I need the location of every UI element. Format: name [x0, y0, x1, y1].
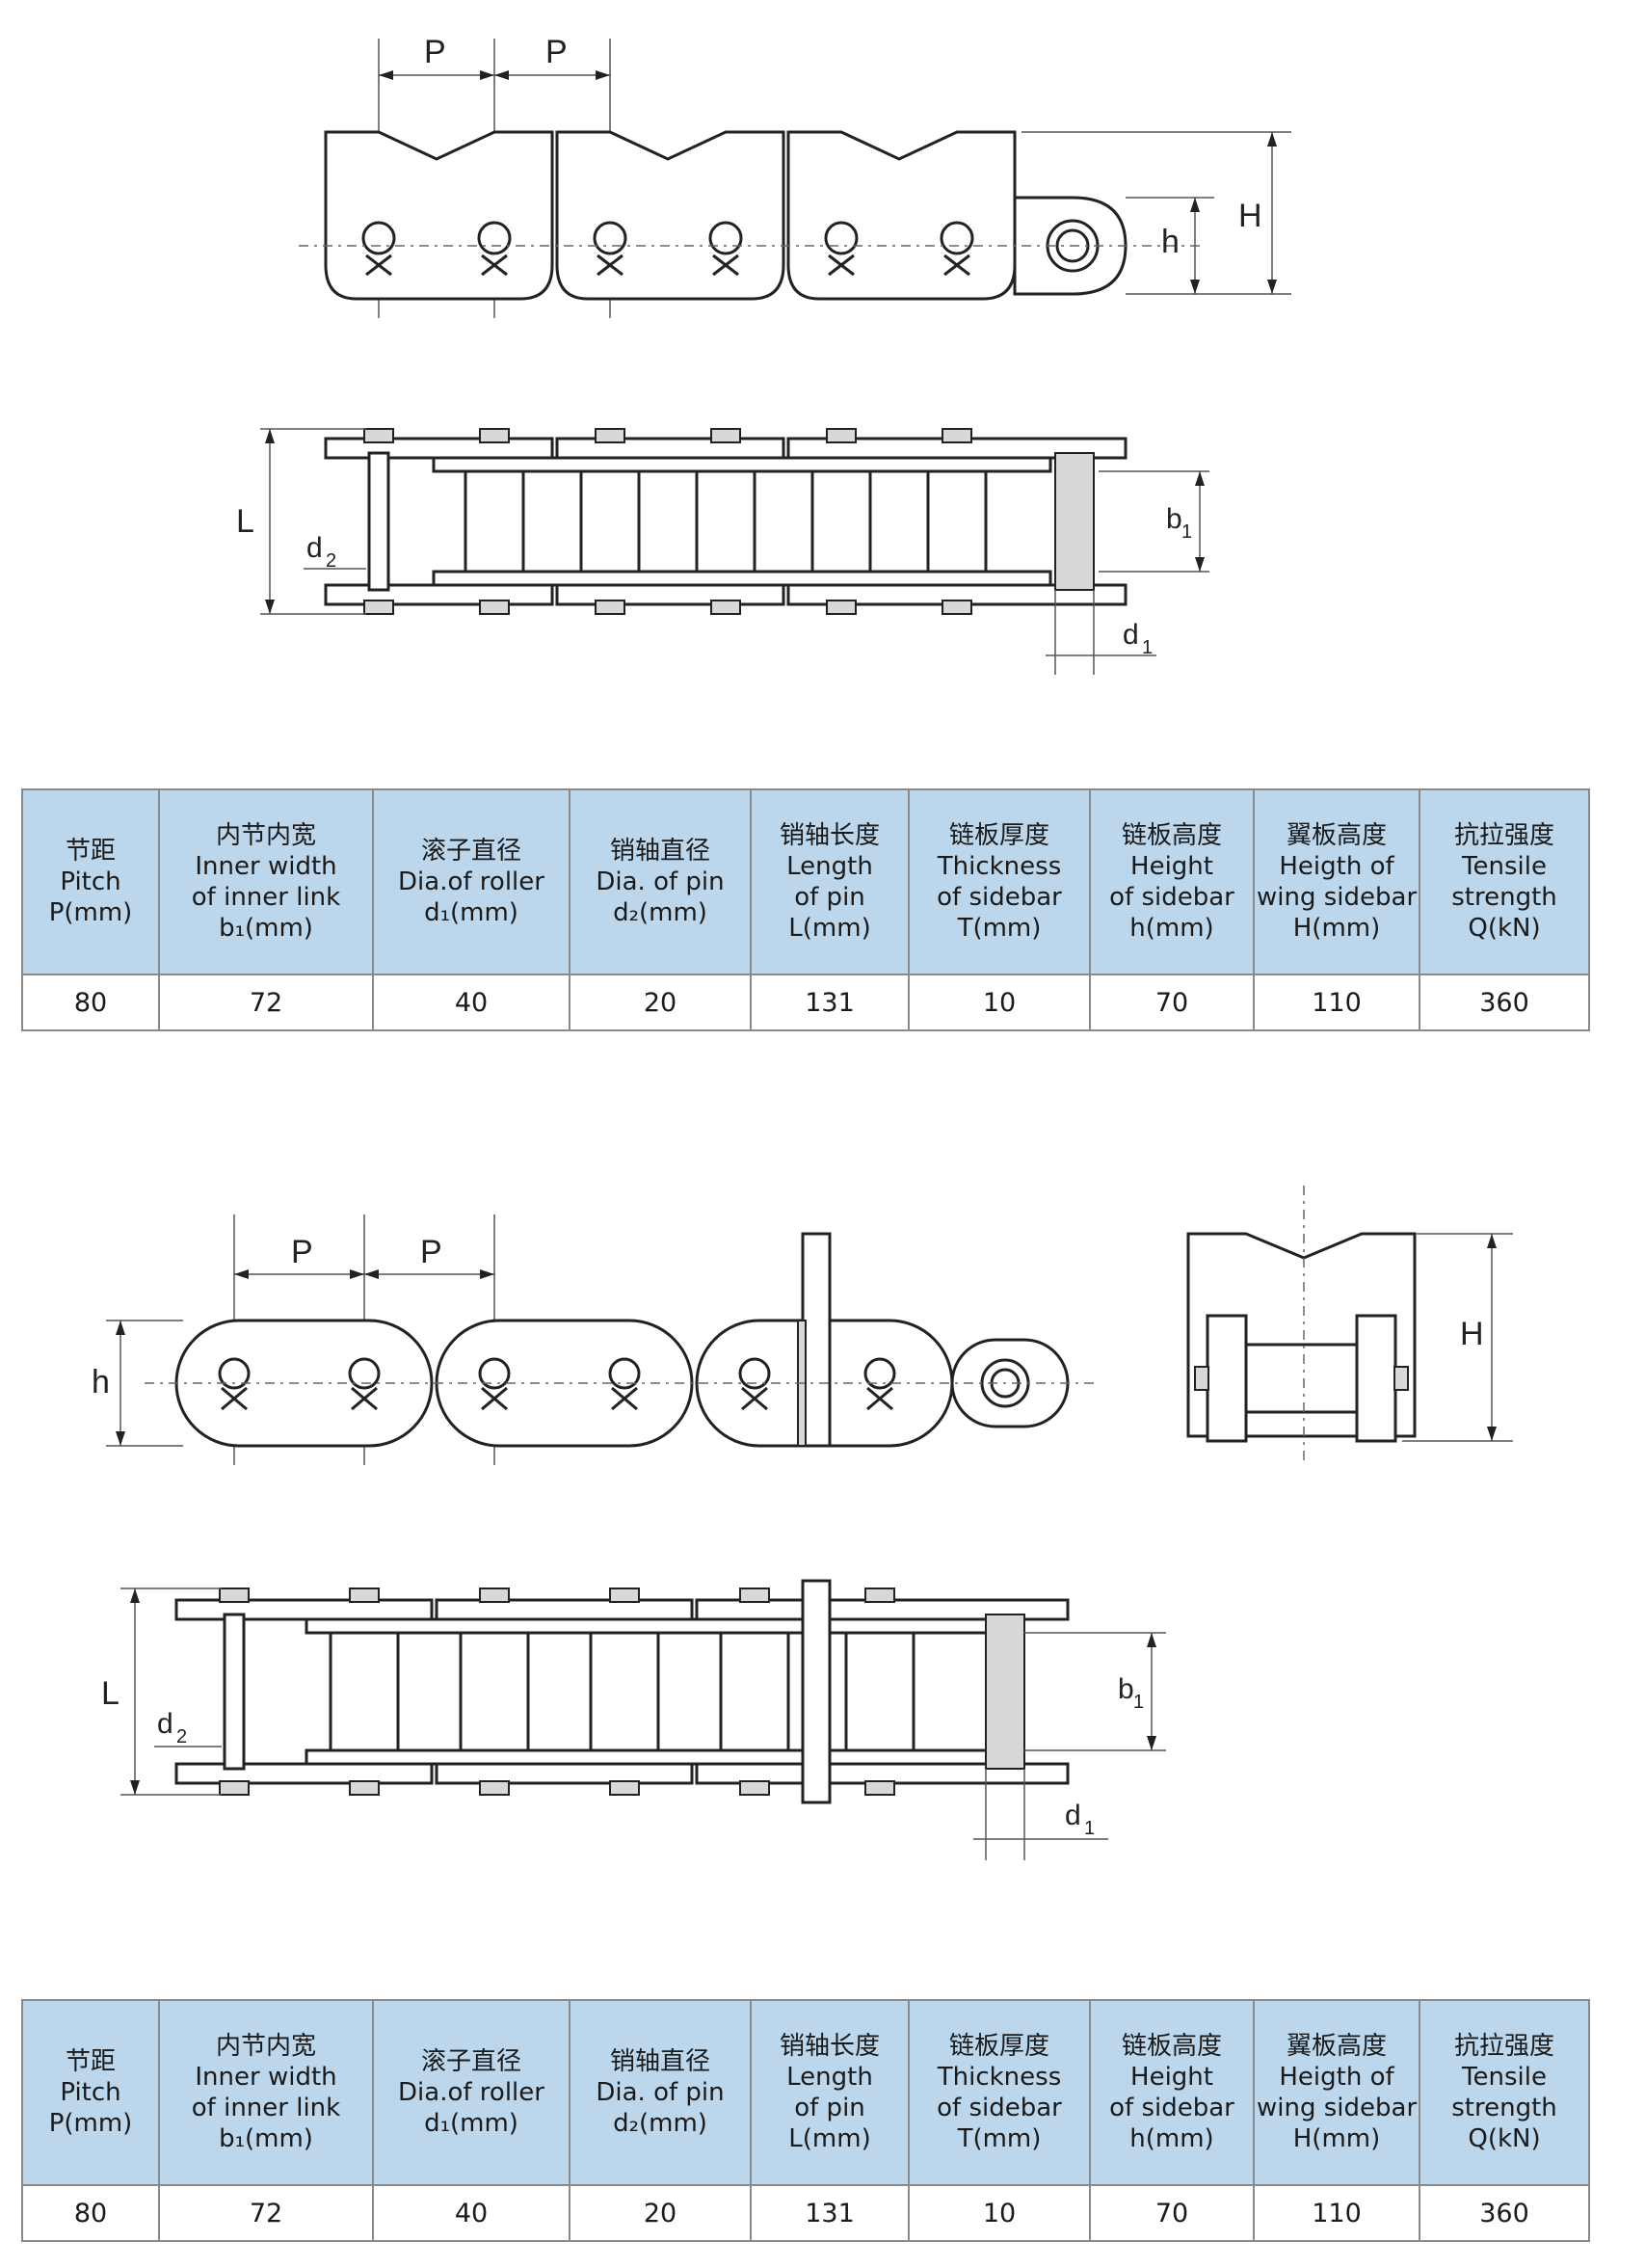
svg-text:1: 1: [1142, 637, 1153, 658]
d1-label-2: d: [1065, 1800, 1081, 1831]
cell-pitch: 80: [21, 974, 160, 1031]
h-label: h: [1161, 224, 1180, 260]
drawing-2-svg: P P h: [92, 1186, 1513, 1860]
attachment-chain-side-view: P P h: [92, 1214, 1099, 1465]
table-row: 80 72 40 20 131 10 70 110 360: [21, 974, 1590, 1031]
cell-inner-width: 72: [158, 974, 374, 1031]
attachment-tab: [801, 1232, 832, 1448]
wing-plate-2: [555, 130, 785, 301]
pitch-label-right: P: [545, 34, 568, 70]
d1-label: d: [1123, 619, 1139, 651]
pins-top: [361, 221, 974, 277]
cell-wing-height: 110: [1253, 974, 1420, 1031]
cell-height: 70: [1089, 2184, 1255, 2242]
cell-roller-dia: 40: [372, 974, 570, 1031]
cell-inner-width: 72: [158, 2184, 374, 2242]
cell-pin-dia: 20: [569, 2184, 752, 2242]
cell-pin-length: 131: [750, 974, 910, 1031]
cell-pin-dia: 20: [569, 974, 752, 1031]
wing-end-view: H: [1186, 1186, 1513, 1465]
b1-label-2: b: [1118, 1673, 1134, 1705]
wing-plate-3: [786, 130, 1017, 301]
cell-height: 70: [1089, 974, 1255, 1031]
chain-plan-view-1: L d 2 b 1 d 1: [236, 428, 1209, 675]
svg-text:1: 1: [1181, 521, 1192, 543]
drawing-1-svg: P P h H: [236, 34, 1291, 675]
rollers-plan-2: [329, 1614, 1025, 1770]
svg-text:1: 1: [1084, 1818, 1095, 1839]
chain-plan-view-2: L d 2 b 1 d 1: [101, 1579, 1166, 1860]
drawing-1: P P h H: [0, 0, 1645, 694]
attachment-tab-plan: [801, 1579, 832, 1804]
cell-thickness: 10: [908, 2184, 1091, 2242]
d2-label: d: [306, 532, 323, 564]
cell-pitch: 80: [21, 2184, 160, 2242]
cell-tensile: 360: [1419, 974, 1590, 1031]
wing-chain-top-view: P P h H: [299, 34, 1291, 318]
h-label-2: h: [92, 1364, 110, 1401]
d2-label-2: d: [157, 1708, 173, 1740]
pitch-label-left: P: [424, 34, 446, 70]
drawing-2: P P h: [0, 1157, 1645, 1889]
H-label-2: H: [1460, 1316, 1484, 1352]
pins-side: [218, 1357, 896, 1411]
svg-text:1: 1: [1133, 1692, 1144, 1713]
svg-text:2: 2: [176, 1726, 187, 1748]
cell-tensile: 360: [1419, 2184, 1590, 2242]
wing-plate-1: [324, 130, 554, 301]
H-label: H: [1238, 198, 1262, 234]
pitch-label-left-2: P: [291, 1234, 313, 1270]
svg-text:2: 2: [326, 550, 336, 572]
pitch-label-right-2: P: [420, 1234, 442, 1270]
table-row: 80 72 40 20 131 10 70 110 360: [21, 2184, 1590, 2242]
rollers-plan-1: [464, 452, 1095, 591]
cell-thickness: 10: [908, 974, 1091, 1031]
b1-label: b: [1166, 503, 1182, 535]
pin-heads-plan-2: [219, 1588, 895, 1796]
cell-pin-length: 131: [750, 2184, 910, 2242]
pin-heads-plan-1: [363, 428, 972, 615]
L-label: L: [236, 503, 254, 540]
cell-roller-dia: 40: [372, 2184, 570, 2242]
L-label-2: L: [101, 1675, 119, 1712]
cell-wing-height: 110: [1253, 2184, 1420, 2242]
